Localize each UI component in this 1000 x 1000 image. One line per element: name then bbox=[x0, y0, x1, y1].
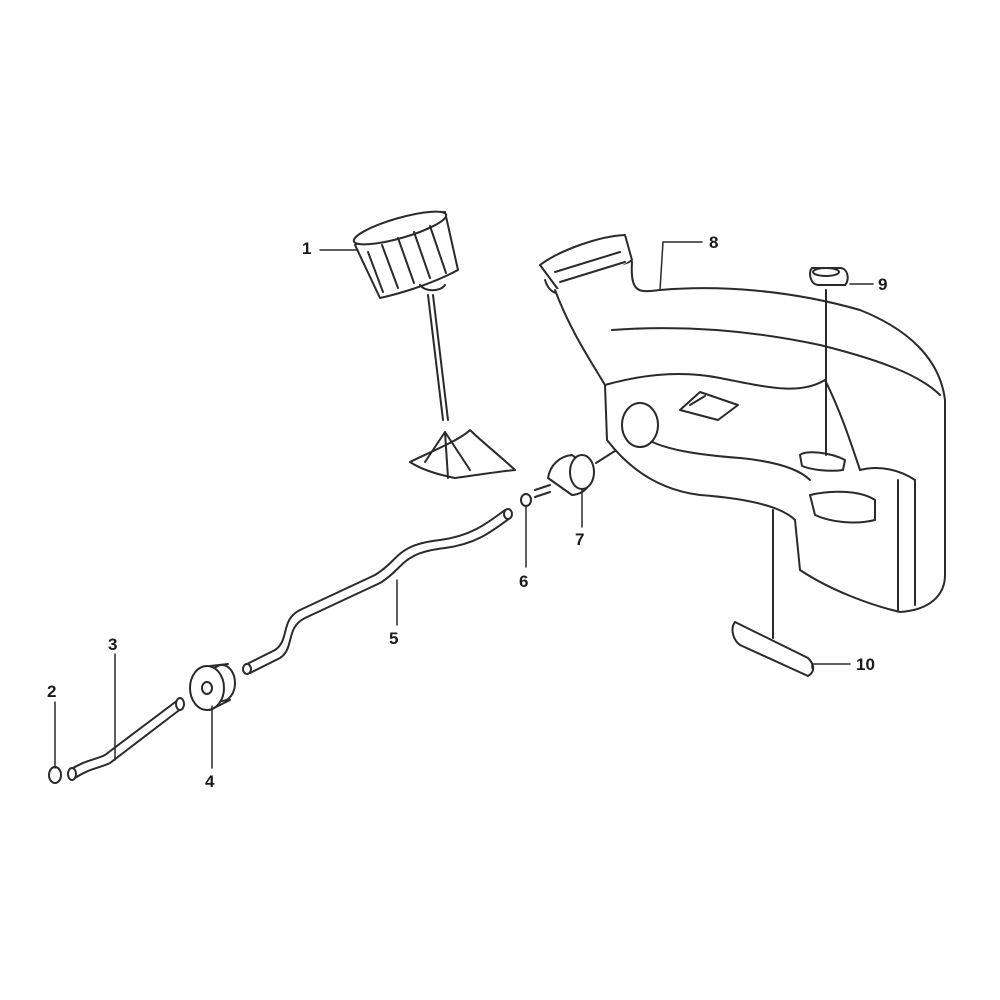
fuel-line-icon bbox=[243, 509, 512, 674]
callout-7: 7 bbox=[575, 530, 585, 549]
rubber-pad-icon bbox=[733, 510, 814, 676]
leader-lines bbox=[54, 241, 874, 769]
callout-9: 9 bbox=[878, 275, 888, 294]
clamp-ring-icon bbox=[49, 767, 61, 783]
fuel-tank-icon bbox=[540, 235, 945, 612]
callout-10: 10 bbox=[856, 655, 875, 674]
callout-6: 6 bbox=[519, 572, 529, 591]
fuel-cap-with-filter-icon bbox=[351, 205, 515, 478]
callout-5: 5 bbox=[389, 629, 399, 648]
callout-8: 8 bbox=[709, 233, 719, 252]
callout-3: 3 bbox=[108, 635, 118, 654]
grommet-icon bbox=[190, 664, 235, 710]
rubber-plug-icon bbox=[810, 268, 848, 455]
callout-4: 4 bbox=[205, 772, 215, 791]
fuel-hose-icon bbox=[68, 698, 184, 780]
callout-2: 2 bbox=[47, 682, 57, 701]
o-ring-icon bbox=[521, 494, 531, 506]
callout-1: 1 bbox=[302, 239, 312, 258]
